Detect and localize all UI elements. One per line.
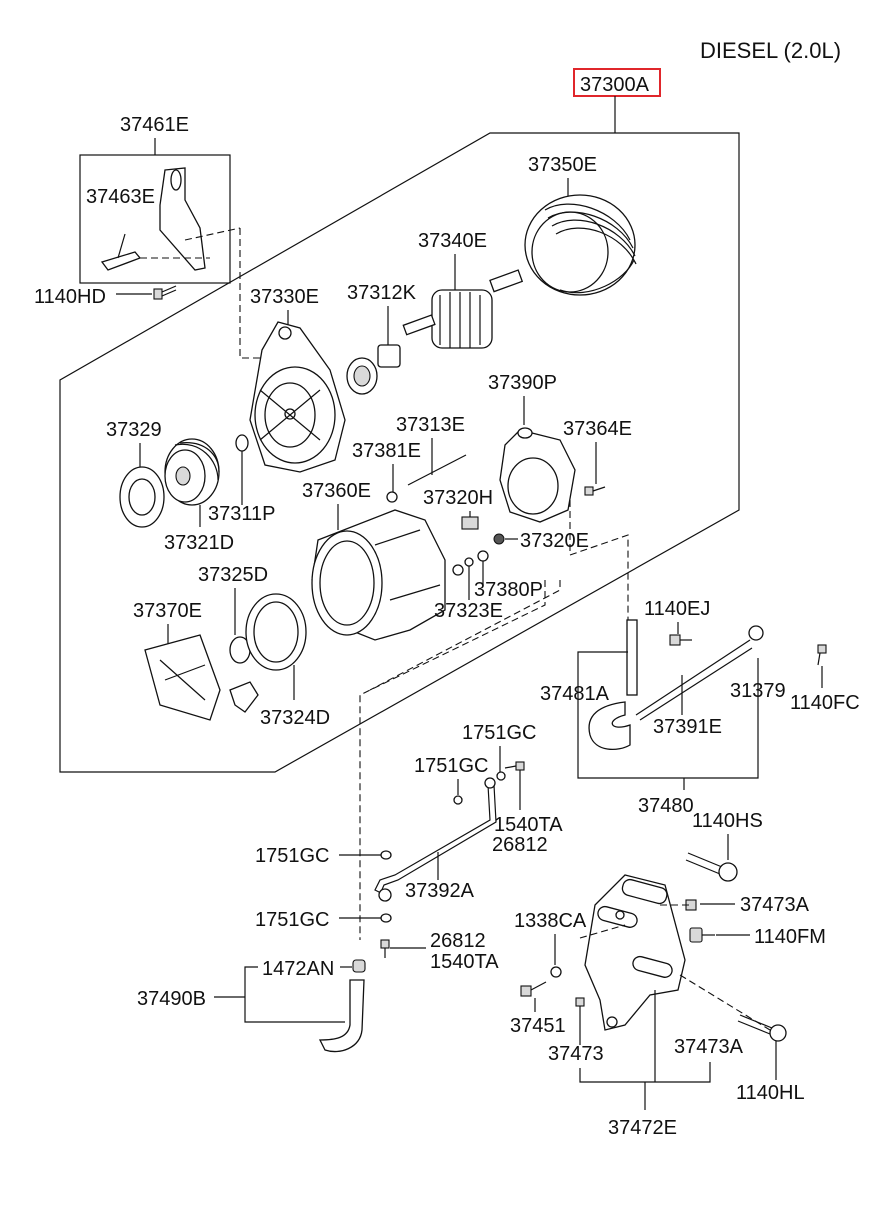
label-37350E[interactable]: 37350E — [528, 154, 597, 176]
label-37473[interactable]: 37473 — [548, 1043, 604, 1065]
part-37350E-stator — [524, 194, 637, 296]
label-37313E[interactable]: 37313E — [396, 414, 465, 436]
label-1751GC-top[interactable]: 1751GC — [462, 722, 537, 744]
part-37320E-nut — [493, 533, 505, 545]
part-1338CA-washer — [550, 966, 562, 978]
bolt-1140HL — [737, 1014, 787, 1042]
part-37472E-bracket — [579, 874, 771, 1031]
part-1751GC-washer-c — [380, 850, 392, 860]
label-37360E[interactable]: 37360E — [302, 480, 371, 502]
label-1140EJ[interactable]: 1140EJ — [644, 598, 710, 620]
label-1540TA-a[interactable]: 1540TA — [494, 814, 563, 836]
part-nut-b — [464, 557, 474, 567]
label-26812-a[interactable]: 26812 — [492, 834, 548, 856]
label-37391E[interactable]: 37391E — [653, 716, 722, 738]
label-37461E[interactable]: 37461E — [120, 114, 189, 136]
label-1338CA[interactable]: 1338CA — [514, 910, 587, 932]
label-1472AN[interactable]: 1472AN — [262, 958, 334, 980]
label-1540TA-b[interactable]: 1540TA — [430, 951, 499, 973]
label-37451[interactable]: 37451 — [510, 1015, 566, 1037]
assembly-label[interactable]: 37300A — [580, 74, 650, 96]
label-1751GC-low2[interactable]: 1751GC — [255, 909, 330, 931]
label-37380P[interactable]: 37380P — [474, 579, 543, 601]
label-37473A-b[interactable]: 37473A — [674, 1036, 744, 1058]
part-37324D-cover — [245, 593, 307, 671]
bracket-part — [100, 167, 241, 271]
part-37481A-pipe — [588, 619, 638, 751]
label-37364E[interactable]: 37364E — [563, 418, 632, 440]
label-1140HD[interactable]: 1140HD — [34, 286, 106, 308]
part-1472AN-clamp — [352, 959, 366, 973]
part-37321D-pulley — [164, 438, 220, 506]
bolt-1140HD — [153, 285, 177, 300]
bolt-1140FM — [689, 927, 715, 943]
part-37329-ring — [119, 466, 165, 528]
label-37381E[interactable]: 37381E — [352, 440, 421, 462]
through-bolt — [407, 454, 467, 486]
part-1751GC-washer-b — [453, 795, 463, 805]
bolt-1140EJ — [669, 634, 692, 646]
label-1140FC[interactable]: 1140FC — [790, 692, 860, 714]
label-37320H[interactable]: 37320H — [423, 487, 493, 509]
bracket-box — [79, 154, 231, 284]
label-37330E[interactable]: 37330E — [250, 286, 319, 308]
label-37480[interactable]: 37480 — [638, 795, 694, 817]
label-37311P[interactable]: 37311P — [208, 503, 275, 525]
bolt-1140FC — [817, 644, 827, 666]
label-37323E[interactable]: 37323E — [434, 600, 503, 622]
part-37390P-rear-cover — [499, 427, 576, 523]
label-37392A[interactable]: 37392A — [405, 880, 475, 902]
bolt-1140HS — [685, 852, 738, 882]
label-37325D[interactable]: 37325D — [198, 564, 268, 586]
part-1751GC-washer-d — [380, 913, 392, 923]
part-37311P-washer — [235, 434, 249, 452]
label-37473A-a[interactable]: 37473A — [740, 894, 810, 916]
part-37381E-nut — [386, 491, 398, 503]
assembly-outline — [59, 132, 740, 773]
label-1751GC-low1[interactable]: 1751GC — [255, 845, 330, 867]
assembly-label-box — [573, 68, 661, 97]
label-1140FM[interactable]: 1140FM — [754, 926, 826, 948]
part-37330E-front-housing — [249, 321, 346, 473]
label-1140HS[interactable]: 1140HS — [692, 810, 763, 832]
label-37481A[interactable]: 37481A — [540, 683, 610, 705]
part-1751GC-washer-a — [496, 771, 506, 781]
part-37370E-rectifier — [144, 634, 259, 721]
bolt-1540TA-b — [380, 939, 390, 958]
label-26812-b[interactable]: 26812 — [430, 930, 486, 952]
part-37490B-hose — [318, 979, 365, 1053]
part-37320H-brush — [461, 516, 479, 530]
part-37364E-screw — [584, 486, 606, 496]
part-37392A-oil-pipe — [374, 777, 497, 902]
label-37329[interactable]: 37329 — [106, 419, 162, 441]
label-37340E[interactable]: 37340E — [418, 230, 487, 252]
part-37312K-bearing — [346, 344, 401, 395]
label-31379[interactable]: 31379 — [730, 680, 786, 702]
part-nut-a — [452, 564, 464, 576]
bolt-37451 — [520, 981, 547, 997]
part-37360E-rear-housing — [311, 509, 446, 641]
label-1751GC-mid[interactable]: 1751GC — [414, 755, 489, 777]
label-37463E[interactable]: 37463E — [86, 186, 155, 208]
tube-37391E — [635, 639, 751, 716]
part-37473-nut — [575, 997, 585, 1007]
bolt-1540TA-a — [504, 761, 525, 771]
label-37321D[interactable]: 37321D — [164, 532, 234, 554]
engine-title: DIESEL (2.0L) — [700, 38, 841, 63]
label-37370E[interactable]: 37370E — [133, 600, 202, 622]
label-37312K[interactable]: 37312K — [347, 282, 417, 304]
label-37390P[interactable]: 37390P — [488, 372, 557, 394]
label-37324D[interactable]: 37324D — [260, 707, 330, 729]
label-1140HL[interactable]: 1140HL — [736, 1082, 805, 1104]
label-37472E[interactable]: 37472E — [608, 1117, 677, 1139]
label-37490B[interactable]: 37490B — [137, 988, 206, 1010]
part-37340E-rotor — [402, 269, 524, 349]
label-37320E[interactable]: 37320E — [520, 530, 589, 552]
part-37380P-nut — [477, 550, 489, 562]
